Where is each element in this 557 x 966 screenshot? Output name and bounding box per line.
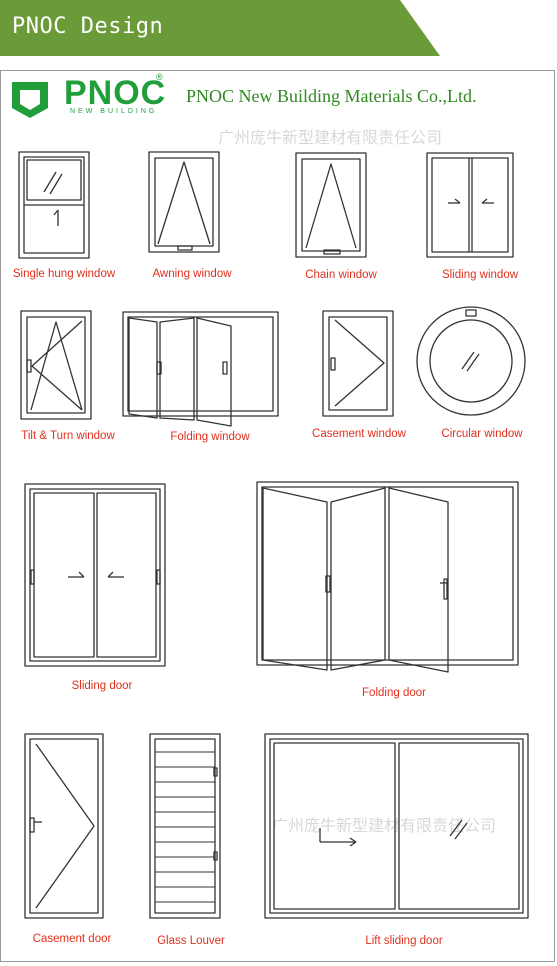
- banner-title: PNOC Design: [12, 14, 164, 39]
- caption-awning-window: Awning window: [152, 268, 232, 280]
- caption-chain-window: Chain window: [305, 269, 377, 281]
- casement-door-drawing: [24, 733, 104, 919]
- caption-lift-sliding-door: Lift sliding door: [365, 935, 443, 947]
- caption-casement-door: Casement door: [32, 933, 112, 945]
- caption-sliding-window: Sliding window: [441, 269, 519, 281]
- casement-window-drawing: [322, 310, 394, 417]
- watermark-top: 广州庞牛新型建材有限责任公司: [218, 130, 443, 147]
- brand-logo-subtitle: NEW BUILDING: [70, 108, 158, 115]
- glass-louver-drawing: [149, 733, 221, 919]
- caption-circular-window: Circular window: [441, 428, 523, 440]
- caption-sliding-door: Sliding door: [71, 680, 133, 692]
- header-banner: [0, 0, 440, 56]
- caption-single-hung-window: Single hung window: [12, 268, 116, 280]
- caption-folding-door: Folding door: [362, 687, 426, 699]
- content-frame: [0, 70, 555, 962]
- folding-window-drawing: [122, 311, 279, 427]
- caption-glass-louver: Glass Louver: [157, 935, 225, 947]
- brand-logo-text: PNOC: [64, 74, 167, 112]
- sliding-window-drawing: [426, 152, 514, 258]
- caption-folding-window: Folding window: [170, 431, 250, 443]
- caption-casement-window: Casement window: [312, 428, 406, 440]
- tilt-turn-window-drawing: [20, 310, 92, 420]
- lift-sliding-door-drawing: [264, 733, 529, 919]
- awning-window-drawing: [148, 151, 220, 253]
- folding-door-drawing: [256, 481, 519, 673]
- registered-mark: ®: [156, 72, 163, 82]
- chain-window-drawing: [295, 152, 367, 258]
- circular-window-drawing: [416, 306, 526, 416]
- watermark-bottom: 广州庞牛新型建材有限责任公司: [272, 818, 497, 835]
- caption-tilt-turn-window: Tilt & Turn window: [21, 430, 115, 442]
- sliding-door-drawing: [24, 483, 166, 667]
- company-name: PNOC New Building Materials Co.,Ltd.: [186, 86, 477, 106]
- single-hung-window-drawing: [18, 151, 90, 259]
